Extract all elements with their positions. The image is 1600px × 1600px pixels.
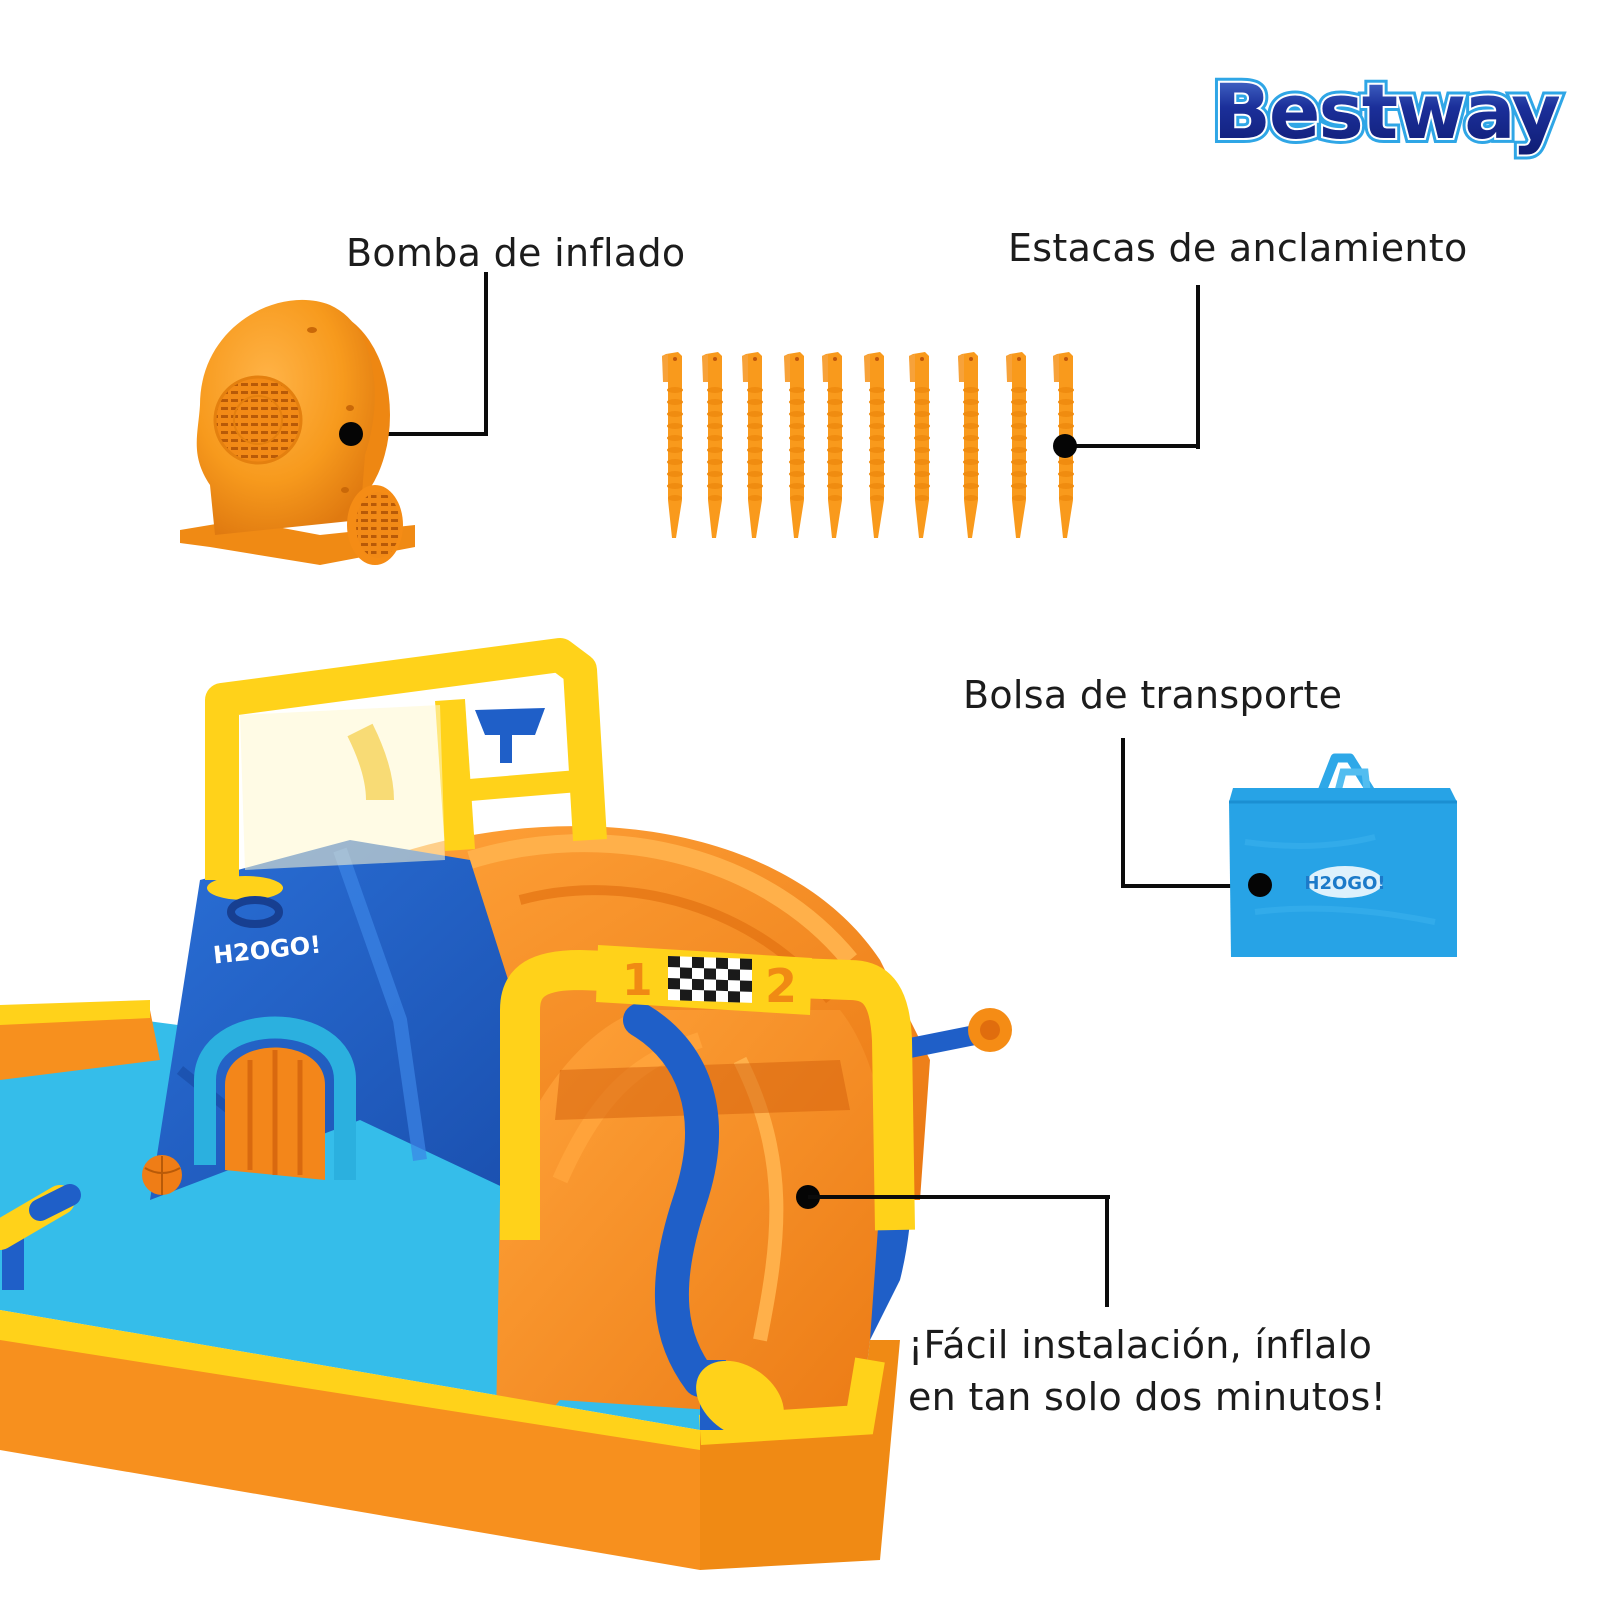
ground-stakes-icon (662, 352, 1074, 538)
bag-logo: H2OGO! (1304, 866, 1386, 898)
bag-label: Bolsa de transporte (963, 673, 1343, 717)
logo-text: Bestway (1213, 62, 1561, 162)
stakes-leader-horizontal (1066, 444, 1200, 448)
logo-outline: Bestway (1208, 62, 1566, 162)
bag-leader-vertical (1121, 738, 1125, 888)
air-pump-icon (180, 299, 415, 565)
pump-callout-dot (339, 422, 363, 446)
race-banner: 1 2 (596, 945, 812, 1015)
water-park-icon: H2OGO! 1 2 (0, 638, 1012, 1570)
bag-callout-dot (1248, 873, 1272, 897)
pump-leader-vertical (484, 272, 488, 436)
bag-logo-text: H2OGO! (1304, 873, 1385, 894)
race-banner-right-number: 2 (765, 959, 797, 1013)
setup-label-line1: ¡Fácil instalación, ínflalo (908, 1323, 1373, 1367)
bag-leader-horizontal (1121, 884, 1261, 888)
stakes-callout-dot (1053, 434, 1077, 458)
setup-leader-horizontal (808, 1195, 1110, 1199)
carry-bag-icon: H2OGO! (1229, 753, 1457, 957)
logo-inner-stroke: Bestway (1211, 62, 1563, 162)
stakes-label: Estacas de anclamiento (1008, 226, 1468, 270)
stakes-leader-vertical (1196, 285, 1200, 449)
setup-leader-vertical (1105, 1195, 1109, 1307)
race-banner-left-number: 1 (622, 955, 653, 1006)
setup-label-line2: en tan solo dos minutos! (908, 1375, 1387, 1419)
pump-leader-horizontal (352, 432, 488, 436)
pump-label: Bomba de inflado (346, 231, 686, 275)
bestway-logo: Bestway Bestway Bestway (1208, 62, 1566, 162)
